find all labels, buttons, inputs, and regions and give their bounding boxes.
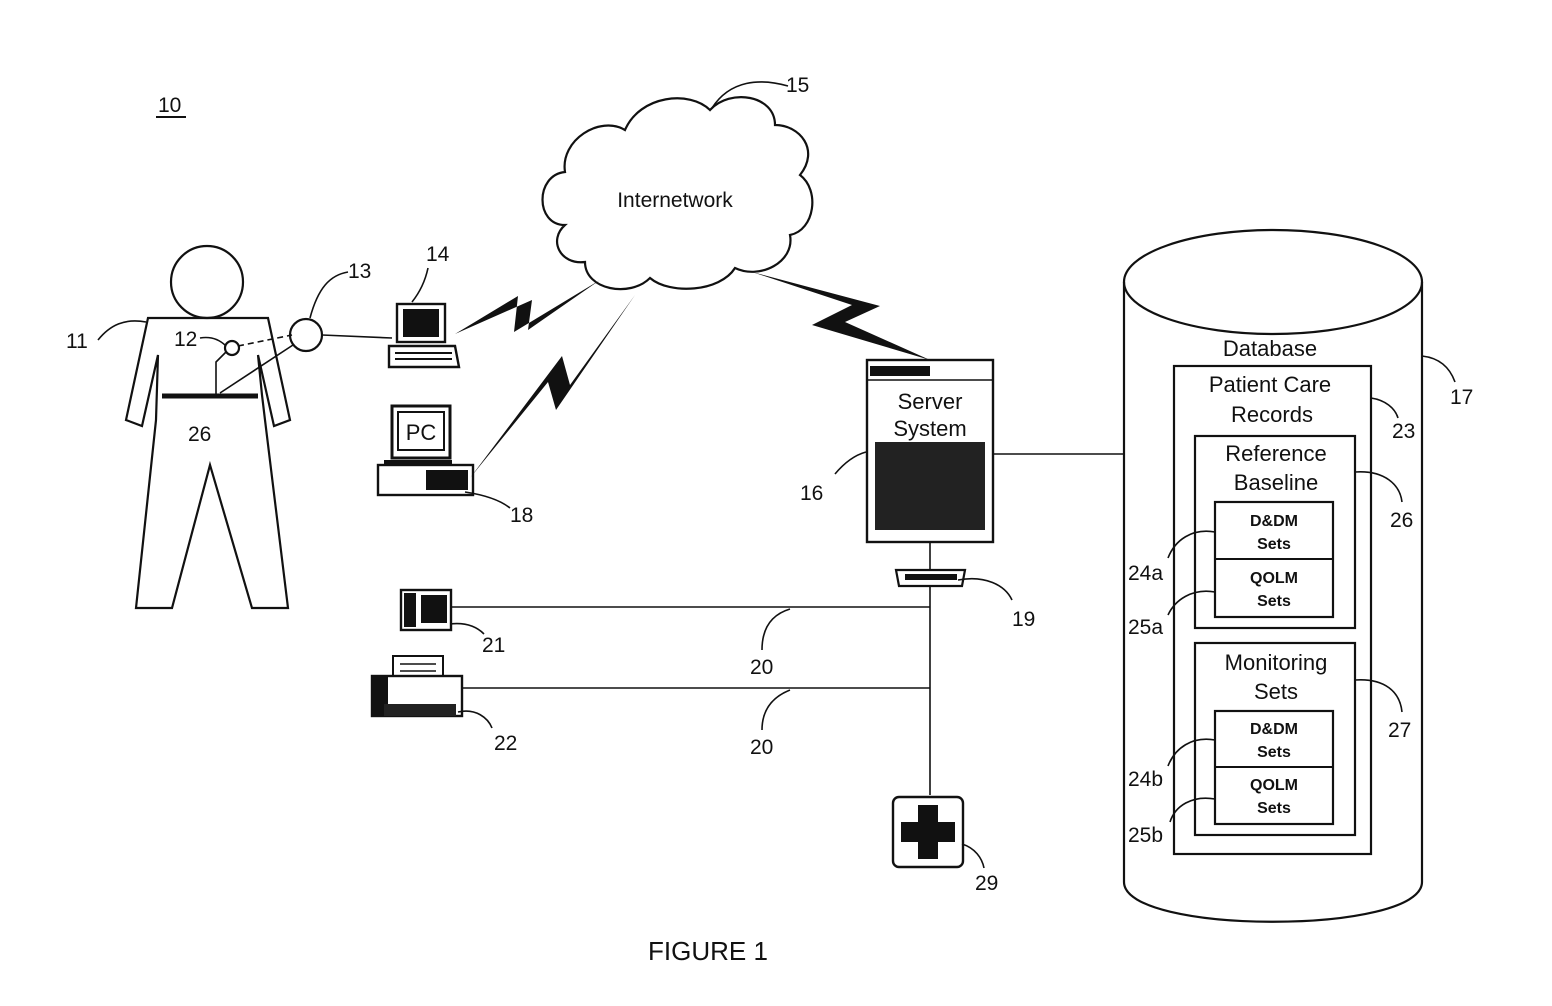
mon-set1-ref: 24b (1128, 768, 1163, 791)
monitoring-leader (1355, 680, 1402, 712)
mon-set2-leader (1170, 798, 1215, 822)
mon-set1-line1: D&DM (1250, 721, 1298, 738)
laptop-wireless-link (455, 280, 600, 334)
medical-facility-icon (893, 797, 963, 867)
ref-set2-line1: QOLM (1250, 570, 1298, 587)
ref-set1-line1: D&DM (1250, 513, 1298, 530)
line-top-ref: 20 (750, 656, 773, 679)
line-bottom-ref: 20 (750, 736, 773, 759)
phone-leader (450, 624, 484, 634)
cloud-ref: 15 (786, 74, 809, 97)
server-label-line2: System (893, 416, 966, 441)
monitor-laptop-link (322, 335, 392, 338)
sensor-icon (225, 341, 239, 355)
belt-ref: 26 (188, 423, 211, 446)
body-ref: 11 (66, 330, 88, 353)
monitor-icon (290, 319, 322, 351)
laptop-icon (389, 304, 459, 367)
records-label-line1: Patient Care (1209, 372, 1331, 397)
figure-caption: FIGURE 1 (648, 936, 768, 966)
fax-icon (372, 656, 462, 716)
records-leader (1371, 398, 1398, 418)
medical-leader (962, 844, 984, 868)
server-label-line1: Server (898, 389, 963, 414)
server-system: Server System (867, 360, 993, 542)
pc-label: PC (406, 420, 437, 445)
monitoring-label-line2: Sets (1254, 679, 1298, 704)
reference-label-line2: Baseline (1234, 470, 1318, 495)
line-bottom-leader (762, 690, 790, 730)
records-label-line2: Records (1231, 402, 1313, 427)
monitoring-label-line1: Monitoring (1225, 650, 1328, 675)
mon-set2-ref: 25b (1128, 824, 1163, 847)
internetwork-label: Internetwork (617, 189, 733, 212)
sensor-leader (200, 337, 226, 346)
fax-ref: 22 (494, 732, 517, 755)
ref-set1-ref: 24a (1128, 562, 1163, 585)
reference-label-line1: Reference (1225, 441, 1327, 466)
monitor-leader (310, 272, 348, 318)
server-ref: 16 (800, 482, 823, 505)
database-leader (1422, 356, 1455, 382)
sensor-wire (216, 352, 226, 395)
reference-leader (1355, 472, 1402, 502)
records-ref: 23 (1392, 420, 1415, 443)
laptop-leader (412, 268, 428, 302)
server-leader (835, 452, 866, 474)
pc-icon: PC (378, 406, 473, 495)
mon-set1-line2: Sets (1257, 744, 1291, 761)
patient-head (171, 246, 243, 318)
mon-set2-line2: Sets (1257, 800, 1291, 817)
database-ref: 17 (1450, 386, 1473, 409)
medical-ref: 29 (975, 872, 998, 895)
cloud-leader (712, 82, 788, 108)
sensor-ref: 12 (174, 328, 197, 351)
router-icon (896, 570, 965, 586)
patient-figure (126, 246, 322, 608)
pc-ref: 18 (510, 504, 533, 527)
phone-icon (401, 590, 451, 630)
line-top-leader (762, 609, 790, 650)
mon-set2-line1: QOLM (1250, 777, 1298, 794)
reference-ref: 26 (1390, 509, 1413, 532)
sensor-link (238, 335, 292, 346)
ref-set2-ref: 25a (1128, 616, 1163, 639)
laptop-ref: 14 (426, 243, 450, 266)
body-leader (98, 321, 146, 340)
server-wireless-link (752, 272, 930, 360)
router-leader (958, 579, 1012, 600)
ref-set2-line2: Sets (1257, 593, 1291, 610)
database-title: Database (1223, 336, 1317, 361)
monitor-ref: 13 (348, 260, 371, 283)
pc-wireless-link (470, 295, 635, 478)
internetwork-cloud: Internetwork (543, 97, 813, 289)
phone-ref: 21 (482, 634, 505, 657)
patient-body (126, 318, 290, 608)
monitoring-ref: 27 (1388, 719, 1411, 742)
router-ref: 19 (1012, 608, 1035, 631)
figure-ref-number: 10 (158, 94, 181, 117)
ref-set1-line2: Sets (1257, 536, 1291, 553)
